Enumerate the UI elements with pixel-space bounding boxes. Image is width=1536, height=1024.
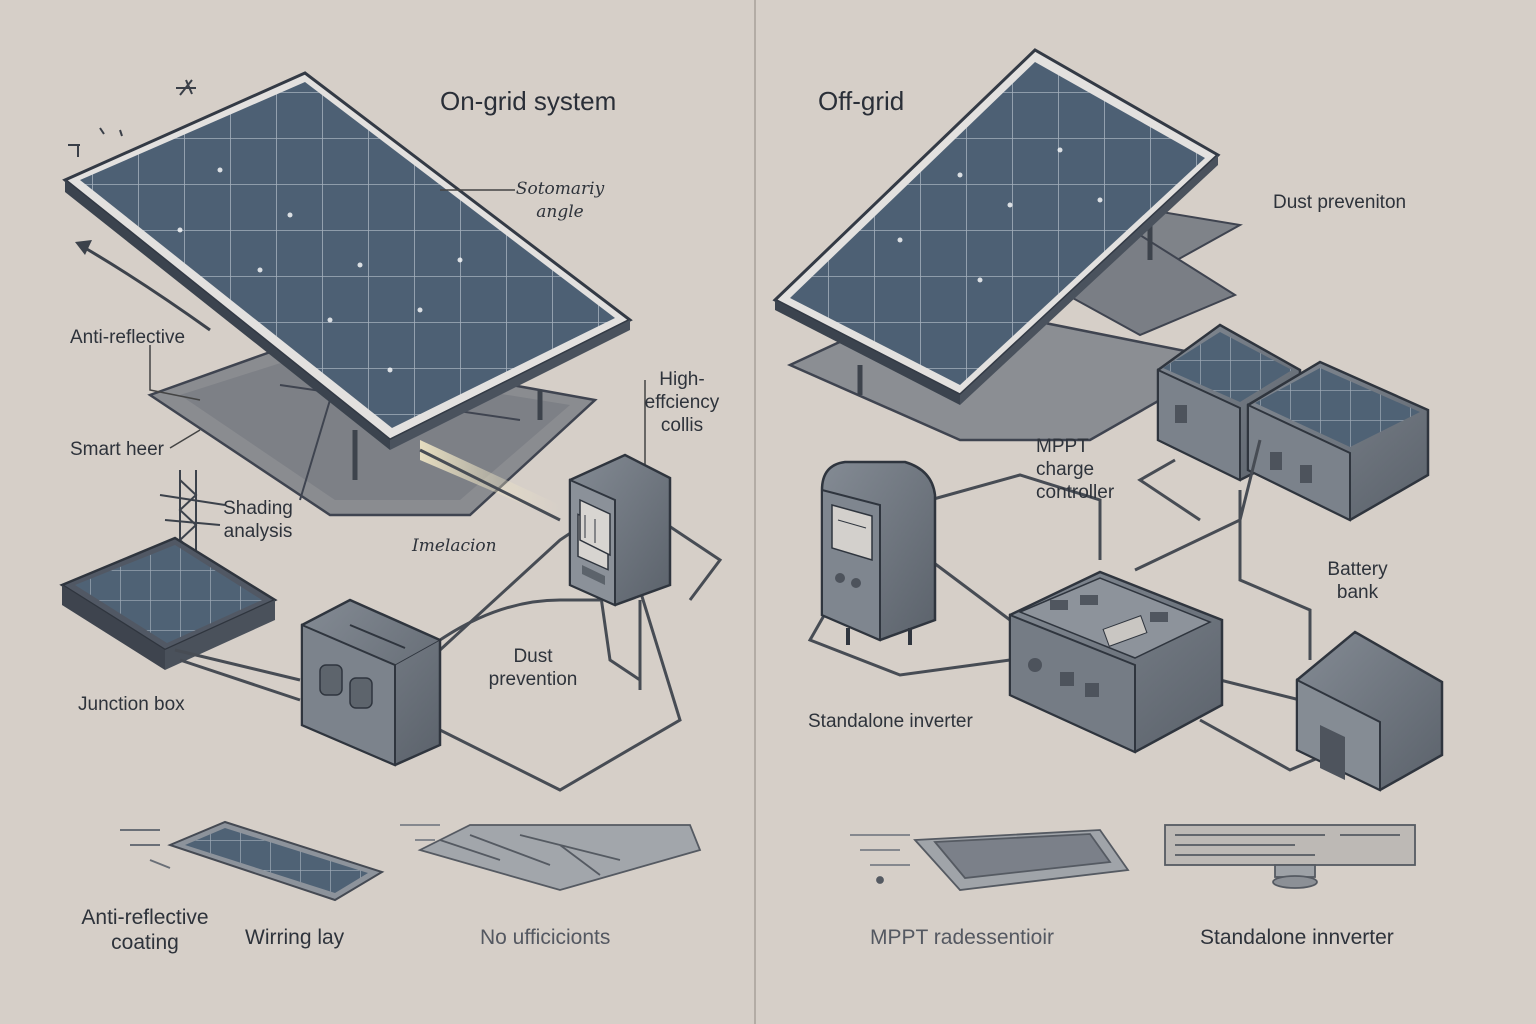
label-mppt-line2: charge	[1036, 459, 1095, 480]
label-standalone-inverter: Standalone inverter	[808, 711, 973, 732]
label-battery-bank: Battery bank	[1320, 558, 1395, 604]
on-grid-junction-box	[300, 598, 442, 767]
label-stationary-angle: Sotomariy angle	[500, 178, 620, 224]
bottom-coating-line1: Anti-reflective	[81, 906, 209, 929]
label-high-efficiency: High- effciency collis	[622, 368, 742, 437]
label-high-efficiency-line2: effciency	[644, 392, 720, 413]
bottom-coating-line2: coating	[111, 931, 179, 954]
bottom-label-mppt-rad: MPPT radessentioir	[870, 926, 1055, 949]
label-imelacion: Imelacion	[412, 536, 497, 556]
label-anti-reflective: Anti-reflective	[70, 327, 186, 348]
bottom-sketch-mppt	[850, 829, 1130, 891]
battery-bank-pair	[1156, 323, 1430, 522]
label-dust-left-line2: prevention	[488, 669, 578, 690]
mppt-charge-controller	[820, 460, 937, 645]
on-grid-meter-box	[568, 453, 672, 607]
on-grid-illustration	[59, 71, 723, 902]
off-grid-illustration	[772, 48, 1444, 891]
label-battery-line1: Battery	[1327, 559, 1388, 580]
bottom-label-standalone-inverter: Standalone innverter	[1200, 926, 1394, 949]
label-dust-prevention-right: Dust preveniton	[1273, 192, 1407, 213]
label-high-efficiency-line3: collis	[660, 415, 704, 436]
label-high-efficiency-line1: High-	[659, 369, 705, 390]
off-grid-title: Off-grid	[818, 86, 905, 116]
label-shading-line1: Shading	[223, 498, 293, 519]
label-shading-analysis: Shading analysis	[208, 497, 308, 543]
bottom-label-anti-reflective-coating: Anti-reflective coating	[70, 905, 220, 955]
label-junction-box: Junction box	[78, 694, 185, 715]
standalone-inverter-unit	[1008, 570, 1224, 754]
bottom-label-no-efficiencies: No ufficicionts	[480, 926, 611, 949]
label-dust-prevention-left: Dust prevention	[478, 645, 588, 691]
label-dust-left-line1: Dust	[513, 646, 553, 667]
bottom-sketch-coating	[120, 820, 385, 902]
on-grid-title: On-grid system	[440, 86, 617, 116]
label-mppt-charge-controller: MPPT charge controller	[1036, 435, 1114, 504]
bottom-label-wiring-lay: Wirring lay	[245, 926, 345, 949]
label-mppt-line1: MPPT	[1036, 436, 1089, 457]
house-load-icon	[1295, 630, 1444, 792]
label-mppt-line3: controller	[1036, 482, 1115, 503]
bottom-sketch-wiring	[400, 824, 702, 891]
label-shading-line2: analysis	[223, 521, 293, 542]
label-stationary-angle-line2: angle	[536, 202, 584, 222]
label-battery-line2: bank	[1336, 582, 1379, 603]
label-smart-heer: Smart heer	[70, 439, 164, 460]
bottom-sketch-inverter	[1164, 824, 1416, 889]
label-stationary-angle-line1: Sotomariy	[515, 179, 605, 199]
